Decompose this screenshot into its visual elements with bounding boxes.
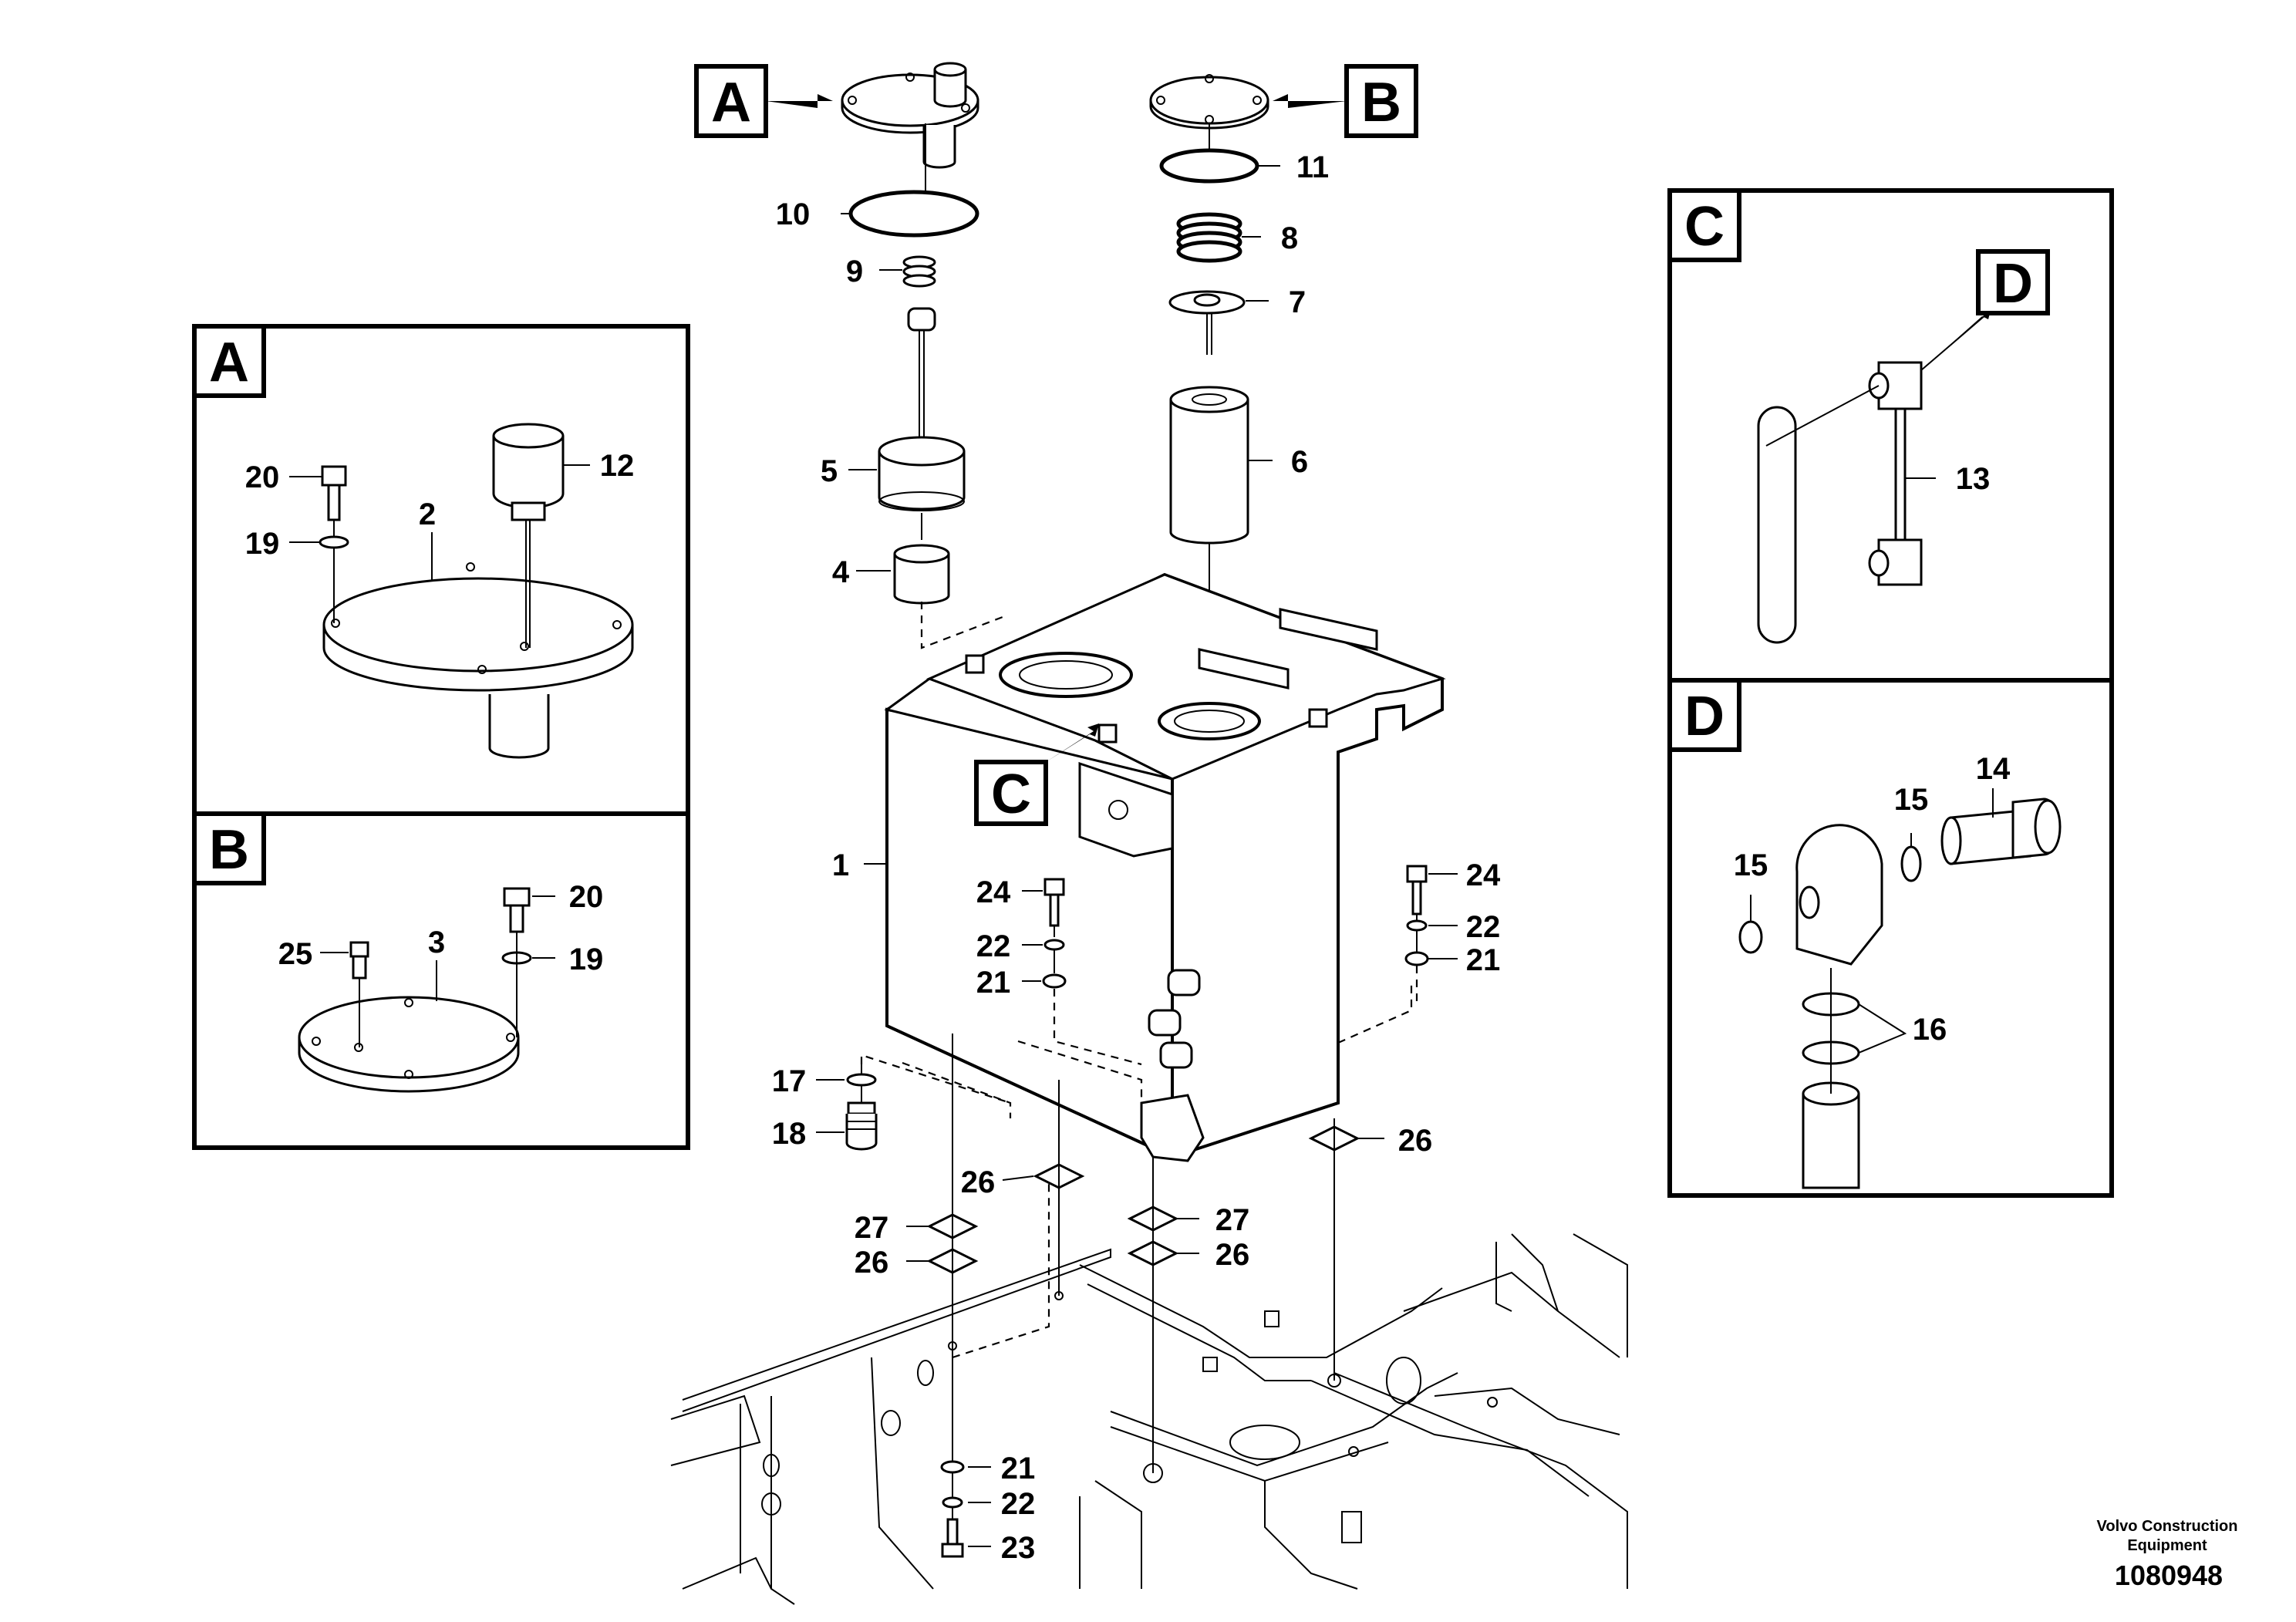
company-line-1: Volvo Construction	[2097, 1518, 2238, 1535]
hydraulic-tank-1	[884, 572, 1446, 1162]
label-23: 23	[1001, 1531, 1036, 1565]
label-27-left: 27	[855, 1211, 889, 1245]
cylinder-12	[492, 423, 565, 648]
label-24-right: 24	[1466, 858, 1501, 892]
washer-22-bottom	[942, 1496, 963, 1509]
flange-plate-2	[322, 562, 634, 759]
detail-panel-c: C D 13	[1667, 188, 2114, 683]
label-19-a: 19	[245, 527, 280, 561]
o-ring-15-right	[1900, 845, 1922, 882]
label-21-left: 21	[976, 966, 1011, 1000]
washer-21-left	[1042, 973, 1067, 989]
bolt-23	[941, 1518, 964, 1558]
label-20-a: 20	[245, 460, 280, 494]
label-2: 2	[419, 497, 436, 531]
detail-panel-d: D 14 15 15 16	[1667, 678, 2114, 1198]
detail-panel-a: A 20 19	[192, 324, 690, 816]
label-8: 8	[1281, 221, 1298, 255]
cover-plate-3	[298, 996, 520, 1093]
label-1: 1	[832, 848, 849, 882]
drawing-number: 1080948	[2115, 1560, 2223, 1591]
label-25: 25	[278, 937, 313, 971]
label-27-right: 27	[1215, 1203, 1250, 1237]
panel-a-letter: A	[209, 332, 249, 393]
panel-d-letter: D	[1684, 686, 1725, 747]
label-10: 10	[776, 197, 811, 231]
label-6: 6	[1291, 445, 1308, 479]
plug-25	[349, 941, 369, 1047]
label-17: 17	[772, 1064, 807, 1098]
spring-8	[1176, 212, 1242, 263]
label-22-left: 22	[976, 929, 1011, 963]
label-26-mid-right: 26	[1215, 1238, 1250, 1272]
label-26-upper-left: 26	[961, 1165, 996, 1199]
label-7: 7	[1289, 285, 1306, 319]
label-19-b: 19	[569, 943, 604, 976]
label-26-right: 26	[1398, 1124, 1433, 1158]
panel-c-d-callout: D	[1993, 253, 2033, 315]
panel-c-letter: C	[1684, 196, 1725, 258]
label-9: 9	[846, 255, 863, 288]
o-ring-17	[846, 1073, 877, 1087]
label-22-right: 22	[1466, 910, 1501, 944]
washer-21-bottom	[940, 1460, 965, 1474]
washer-22-left	[1043, 939, 1065, 951]
label-21-bottom: 21	[1001, 1452, 1036, 1485]
float-stem	[907, 307, 936, 440]
top-cover-a	[841, 62, 979, 169]
filter-element-6	[1169, 386, 1249, 545]
label-15-right: 15	[1894, 783, 1929, 817]
spring-9	[902, 255, 936, 288]
label-4: 4	[832, 555, 850, 589]
sight-glass	[1757, 406, 1797, 644]
o-ring-10	[848, 190, 979, 238]
washer-19-a	[319, 535, 349, 549]
label-16: 16	[1913, 1013, 1947, 1047]
callout-a: A	[694, 64, 833, 138]
level-gauge-13	[1765, 361, 1923, 586]
label-12: 12	[600, 449, 635, 483]
label-18: 18	[772, 1117, 807, 1151]
o-ring-15-left	[1738, 920, 1763, 954]
company-line-2: Equipment	[2127, 1537, 2207, 1554]
callout-c: C	[974, 723, 1099, 826]
label-20-b: 20	[569, 880, 604, 914]
label-24-left: 24	[976, 875, 1011, 909]
label-11: 11	[1296, 150, 1329, 184]
filter-5	[878, 436, 966, 511]
eye-block	[1795, 824, 1883, 966]
callout-a-letter: A	[711, 72, 751, 133]
washer-22-right	[1406, 919, 1428, 932]
upper-frame	[670, 1180, 1628, 1605]
drain-plug-18	[845, 1101, 878, 1151]
valve-disc-7	[1168, 290, 1246, 355]
callout-b-letter: B	[1361, 72, 1401, 133]
label-3: 3	[428, 926, 445, 959]
callout-c-letter: C	[991, 764, 1031, 825]
label-26-lower-left: 26	[855, 1246, 889, 1280]
label-15-left: 15	[1734, 848, 1768, 882]
panel-b-letter: B	[209, 819, 249, 881]
gauge-tube	[1802, 1081, 1860, 1189]
top-cover-b	[1149, 74, 1269, 130]
label-21-right: 21	[1466, 943, 1501, 977]
bolt-20-b	[501, 887, 532, 1037]
sleeve-4	[893, 544, 950, 605]
washer-21-right	[1404, 951, 1429, 966]
bolt-24-right	[1406, 865, 1428, 916]
footer: Volvo Construction Equipment 1080948	[2097, 1518, 2238, 1591]
label-5: 5	[821, 454, 838, 488]
detail-panel-b: B 20 19 25 3	[192, 811, 690, 1150]
bolt-14	[1940, 798, 2062, 865]
label-14: 14	[1976, 752, 2011, 786]
label-22-bottom: 22	[1001, 1487, 1036, 1521]
label-13: 13	[1956, 462, 1991, 496]
o-ring-11	[1159, 148, 1259, 184]
callout-b: B	[1273, 64, 1418, 138]
